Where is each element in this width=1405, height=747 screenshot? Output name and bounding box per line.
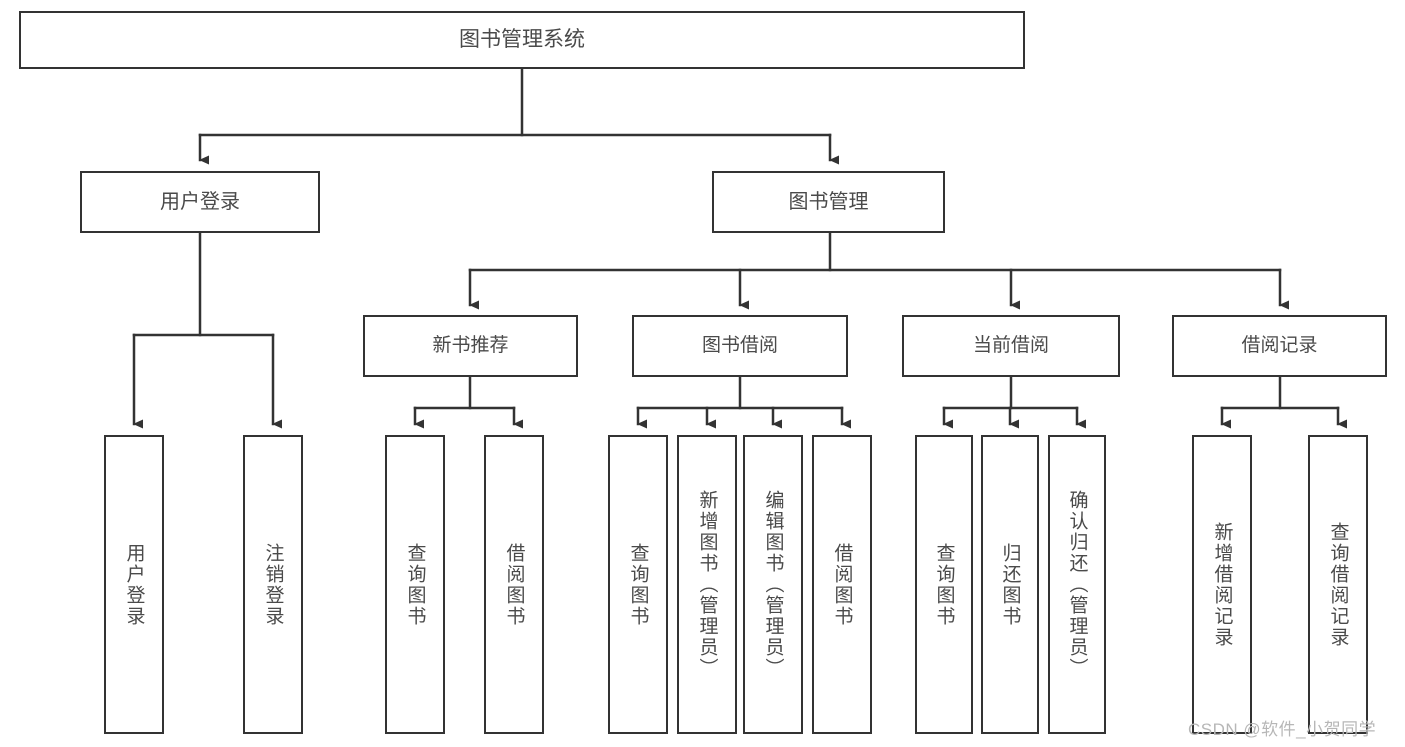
- node-book-manage[interactable]: 图书管理: [712, 171, 945, 233]
- node-leaf-query-book-3[interactable]: 查询图书: [915, 435, 973, 734]
- node-leaf-query-record[interactable]: 查询借阅记录: [1308, 435, 1368, 734]
- node-leaf-query-book-2-label: 查询图书: [627, 542, 649, 627]
- node-current-borrow[interactable]: 当前借阅: [902, 315, 1120, 377]
- node-root-label: 图书管理系统: [459, 27, 585, 51]
- node-leaf-borrow-book-2-label: 借阅图书: [831, 542, 853, 627]
- node-book-manage-label: 图书管理: [788, 190, 869, 213]
- node-book-borrow-label: 图书借阅: [701, 335, 778, 357]
- node-root[interactable]: 图书管理系统: [19, 11, 1025, 69]
- node-leaf-add-record[interactable]: 新增借阅记录: [1192, 435, 1252, 734]
- node-leaf-return-book-label: 归还图书: [999, 542, 1021, 627]
- node-leaf-confirm-return-label: 确认归还（管理员）: [1066, 490, 1088, 679]
- node-leaf-add-record-label: 新增借阅记录: [1211, 521, 1233, 648]
- node-leaf-logout[interactable]: 注销登录: [243, 435, 303, 734]
- node-user-login[interactable]: 用户登录: [80, 171, 320, 233]
- node-leaf-edit-book-label: 编辑图书（管理员）: [762, 490, 784, 679]
- node-leaf-query-book-1-label: 查询图书: [404, 542, 426, 627]
- node-user-login-label: 用户登录: [160, 190, 240, 213]
- node-leaf-confirm-return[interactable]: 确认归还（管理员）: [1048, 435, 1106, 734]
- node-leaf-add-book-label: 新增图书（管理员）: [696, 490, 718, 679]
- node-leaf-borrow-book-2[interactable]: 借阅图书: [812, 435, 872, 734]
- node-leaf-query-book-3-label: 查询图书: [933, 542, 955, 627]
- node-leaf-logout-label: 注销登录: [262, 542, 284, 627]
- node-current-borrow-label: 当前借阅: [972, 335, 1049, 357]
- node-new-book-recommend[interactable]: 新书推荐: [363, 315, 578, 377]
- node-leaf-add-book[interactable]: 新增图书（管理员）: [677, 435, 737, 734]
- node-borrow-record-label: 借阅记录: [1241, 335, 1318, 357]
- node-leaf-user-login[interactable]: 用户登录: [104, 435, 164, 734]
- node-leaf-query-book-2[interactable]: 查询图书: [608, 435, 668, 734]
- node-borrow-record[interactable]: 借阅记录: [1172, 315, 1387, 377]
- node-leaf-borrow-book-1[interactable]: 借阅图书: [484, 435, 544, 734]
- node-leaf-return-book[interactable]: 归还图书: [981, 435, 1039, 734]
- node-leaf-query-record-label: 查询借阅记录: [1327, 521, 1349, 648]
- node-leaf-query-book-1[interactable]: 查询图书: [385, 435, 445, 734]
- node-book-borrow[interactable]: 图书借阅: [632, 315, 848, 377]
- node-leaf-edit-book[interactable]: 编辑图书（管理员）: [743, 435, 803, 734]
- node-new-book-recommend-label: 新书推荐: [432, 335, 509, 357]
- node-leaf-user-login-label: 用户登录: [123, 542, 145, 627]
- node-leaf-borrow-book-1-label: 借阅图书: [503, 542, 525, 627]
